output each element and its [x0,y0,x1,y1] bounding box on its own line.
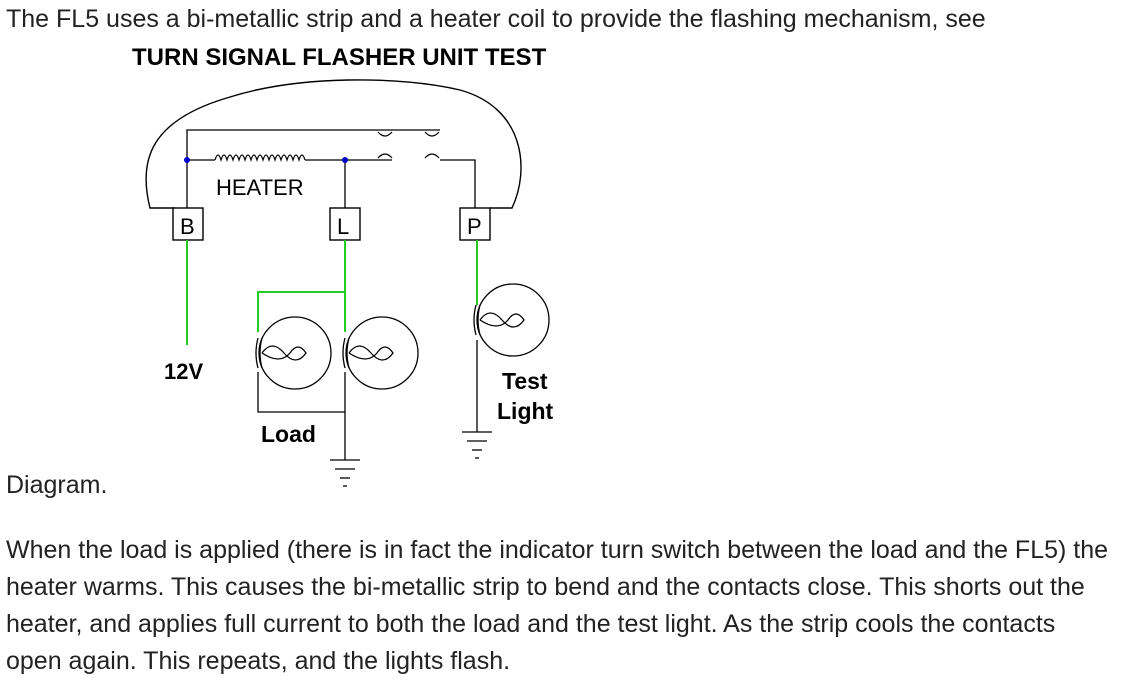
intro-text-end: Diagram. [6,471,108,499]
supply-voltage-label: 12V [164,359,203,384]
contact-points [377,131,440,159]
internal-wiring [186,129,476,208]
load-label: Load [261,421,316,447]
terminal-p-label: P [467,214,482,239]
terminal-b-label: B [180,214,195,239]
ground-icon [462,431,492,459]
terminal-l-label: L [337,214,349,239]
flasher-housing [145,79,522,209]
heater-label: HEATER [216,175,304,200]
ground-icon [330,459,360,487]
test-label-line2: Light [497,398,554,424]
terminal-l: L [329,207,361,241]
junction-dot [342,157,348,163]
junction-dot [184,157,190,163]
explanation-paragraph: When the load is applied (there is in fa… [6,536,1109,675]
load-ground-wiring [257,340,478,460]
bulb-icon [473,283,550,357]
bulb-icon [342,316,419,390]
terminal-b: B [172,207,204,241]
heater-coil [214,154,306,163]
diagram-title: TURN SIGNAL FLASHER UNIT TEST [132,44,547,71]
terminal-p: P [459,207,491,241]
bulb-icon [255,316,332,390]
test-label-line1: Test [502,368,548,394]
external-wiring [186,240,478,345]
intro-text: The FL5 uses a bi-metallic strip and a h… [6,5,986,33]
